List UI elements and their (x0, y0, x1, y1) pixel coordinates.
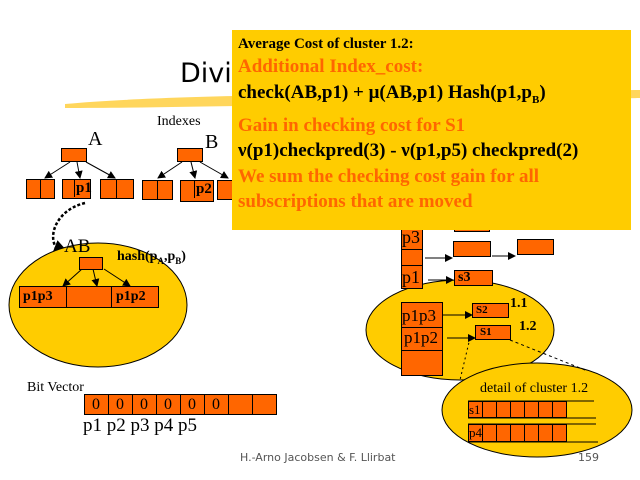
detail-cell (538, 424, 553, 442)
detail-cell (538, 401, 553, 418)
cluster-ab-cell-2 (66, 286, 112, 308)
cluster-ab-cell-label: p1p3 (23, 289, 53, 304)
bit-value: 0 (140, 396, 148, 413)
detail-cell (482, 401, 497, 418)
detail-row-label: p4 (469, 425, 482, 440)
cluster-cell-label: p1p2 (404, 328, 438, 347)
hash-sub-b: B (175, 255, 182, 266)
callout-additional-index-cost: Additional Index_cost: (238, 56, 424, 77)
tree-b-root-node (177, 148, 203, 162)
callout-gain-heading: Gain in checking cost for S1 (238, 114, 466, 136)
bit-value: 0 (92, 396, 100, 413)
bucket-s3-label: s3 (458, 270, 471, 285)
bit-position-label: p1 (83, 415, 102, 436)
cost-callout: Average Cost of cluster 1.2: Additional … (232, 30, 631, 230)
hash-sep: ,p (163, 249, 176, 264)
tree-b-leaf-label: p2 (194, 181, 212, 198)
bit-cell: 0 (84, 394, 109, 415)
cluster-cell-label: p1p3 (402, 306, 436, 325)
detail-row-label: s1 (469, 402, 481, 417)
bit-value: 0 (188, 396, 196, 413)
tree-a-root-node (61, 148, 87, 162)
column-cell-label: p1 (402, 267, 420, 287)
detail-cell (524, 401, 539, 418)
detail-row-s1: s1 (468, 401, 567, 418)
detail-title: detail of cluster 1.2 (480, 381, 589, 396)
detail-row-label-cell: s1 (468, 401, 483, 418)
tree-a-leaf-1 (26, 179, 55, 199)
callout-gain-formula: ν(p1)checkpred(3) - ν(p1,p5) checkpred(2… (238, 140, 579, 162)
bit-vector: 0 0 0 0 0 0 (84, 394, 277, 415)
bit-value: 0 (164, 396, 172, 413)
bucket-middle (453, 241, 491, 257)
tree-a-leaf-3 (100, 179, 134, 199)
bit-cell: 0 (108, 394, 133, 415)
indexes-label: Indexes (157, 114, 201, 129)
bit-vector-label: Bit Vector (27, 380, 84, 395)
bit-cell: 0 (180, 394, 205, 415)
bit-vector-positions: p1 p2 p3 p4 p5 (83, 415, 197, 437)
cluster-cell-p1p3: p1p3 (401, 302, 443, 328)
cluster-1-1-label: 1.1 (510, 296, 528, 311)
callout-sum-line-2: subscriptions that are moved (238, 191, 473, 213)
tree-a-label: A (88, 128, 103, 150)
cluster-1-2-label: 1.2 (519, 319, 537, 334)
cluster-ab-cell-3: p1p2 (111, 286, 159, 308)
bit-position-label: p3 (130, 415, 150, 436)
cluster-cell-p1p2: p1p2 (401, 327, 443, 351)
detail-cell (552, 401, 567, 418)
cluster-ab-node (79, 257, 103, 270)
bit-position-label: p2 (106, 415, 126, 436)
bit-cell (252, 394, 277, 415)
detail-cell (510, 401, 525, 418)
tree-b-label: B (205, 131, 219, 153)
tree-b-leaf-2: p2 (180, 180, 214, 202)
bit-position-label: p4 (154, 415, 174, 436)
detail-row-label-cell: p4 (468, 424, 483, 442)
callout-sum-line-1: We sum the checking cost gain for all (238, 165, 540, 187)
hash-sub-a: A (157, 255, 164, 266)
cluster-cell-empty (401, 350, 443, 376)
bit-value: 0 (212, 396, 220, 413)
callout-heading: Average Cost of cluster 1.2: (238, 36, 414, 52)
bucket-s2-label: S2 (476, 304, 488, 316)
column-cell-label: p3 (402, 227, 420, 247)
bit-cell (228, 394, 253, 415)
tree-b-leaf-1 (142, 180, 173, 200)
cluster-ab-cell-label: p1p2 (116, 289, 146, 304)
bucket-s3: s3 (454, 270, 493, 286)
hash-text: hash(p (117, 249, 158, 264)
tree-a-leaf-2: p1 (62, 179, 92, 199)
formula-sub: B (531, 93, 540, 106)
bit-cell: 0 (132, 394, 157, 415)
page-number: 159 (578, 451, 599, 464)
tree-a-leaf-label: p1 (74, 180, 92, 197)
detail-cell (496, 424, 511, 442)
cluster-ab-cell-1: p1p3 (19, 286, 67, 308)
detail-cell (510, 424, 525, 442)
column-cell-p1: p1 (401, 265, 423, 289)
hash-close: ) (181, 249, 186, 264)
tree-b-leaf-3 (217, 180, 233, 200)
detail-row-p4: p4 (468, 424, 567, 442)
footer-author: H.-Arno Jacobsen & F. Llirbat (240, 451, 396, 464)
bit-position-label: p5 (178, 415, 197, 436)
formula-close: ) (539, 81, 546, 103)
bucket-right (517, 239, 554, 255)
bucket-s2: S2 (472, 303, 509, 318)
bucket-s1: S1 (475, 325, 511, 340)
bit-cell: 0 (204, 394, 229, 415)
callout-index-cost-formula: check(AB,p1) + μ(AB,p1) Hash(p1,pB) (238, 80, 625, 113)
detail-cell (552, 424, 567, 442)
detail-cell (496, 401, 511, 418)
bit-value: 0 (116, 396, 124, 413)
bit-cell: 0 (156, 394, 181, 415)
hash-function-label: hash(pA,pB) (117, 249, 186, 266)
cluster-ab-label: AB (64, 236, 91, 257)
bucket-s1-label: S1 (480, 326, 492, 338)
formula-text: check(AB,p1) + μ(AB,p1) Hash(p1,p (238, 81, 532, 103)
detail-cell (524, 424, 539, 442)
detail-cell (482, 424, 497, 442)
slide-title: Divi (180, 58, 232, 89)
